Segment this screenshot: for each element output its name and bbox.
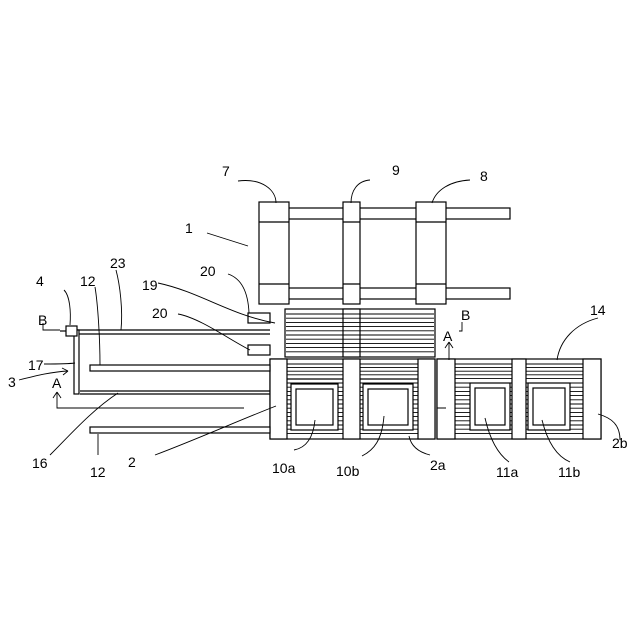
label-19: 19 <box>142 277 158 293</box>
label-9: 9 <box>392 162 400 178</box>
lower-platform-2 <box>270 359 435 439</box>
label-3: 3 <box>8 374 16 390</box>
upper-rail-bottom <box>260 288 510 299</box>
block-7 <box>259 202 289 304</box>
label-2a: 2a <box>430 457 446 473</box>
label-8: 8 <box>480 168 488 184</box>
label-14: 14 <box>590 302 606 318</box>
label-2b: 2b <box>612 435 628 451</box>
label-7: 7 <box>222 163 230 179</box>
upper-frame-assembly <box>259 202 510 304</box>
upper-rail-top <box>260 208 510 219</box>
label-20-bottom: 20 <box>152 305 168 321</box>
label-11b: 11b <box>558 464 581 480</box>
label-23: 23 <box>110 255 126 271</box>
label-10b: 10b <box>336 463 360 479</box>
guide-12-top <box>90 365 270 371</box>
right-platform-2b <box>437 359 601 439</box>
tab-20-bottom <box>248 345 270 355</box>
label-10a: 10a <box>272 460 296 476</box>
label-section-b-left: B <box>38 312 47 328</box>
label-20-top: 20 <box>200 263 216 279</box>
bar-17 <box>74 330 79 394</box>
label-12-bottom: 12 <box>90 464 106 480</box>
label-2: 2 <box>128 454 136 470</box>
label-12-top: 12 <box>80 273 96 289</box>
label-section-a-left: A <box>52 375 62 391</box>
label-1: 1 <box>185 220 193 236</box>
label-17: 17 <box>28 357 44 373</box>
guide-12-bottom <box>90 427 270 433</box>
label-section-b-right: B <box>461 307 470 323</box>
label-section-a-right: A <box>443 328 453 344</box>
slatted-rack-19 <box>285 309 435 357</box>
clamp-4 <box>66 326 77 336</box>
block-9 <box>343 202 360 304</box>
left-carriage <box>60 326 270 433</box>
label-11a: 11a <box>496 464 519 480</box>
label-4: 4 <box>36 273 44 289</box>
block-8 <box>416 202 446 304</box>
label-16: 16 <box>32 455 48 471</box>
